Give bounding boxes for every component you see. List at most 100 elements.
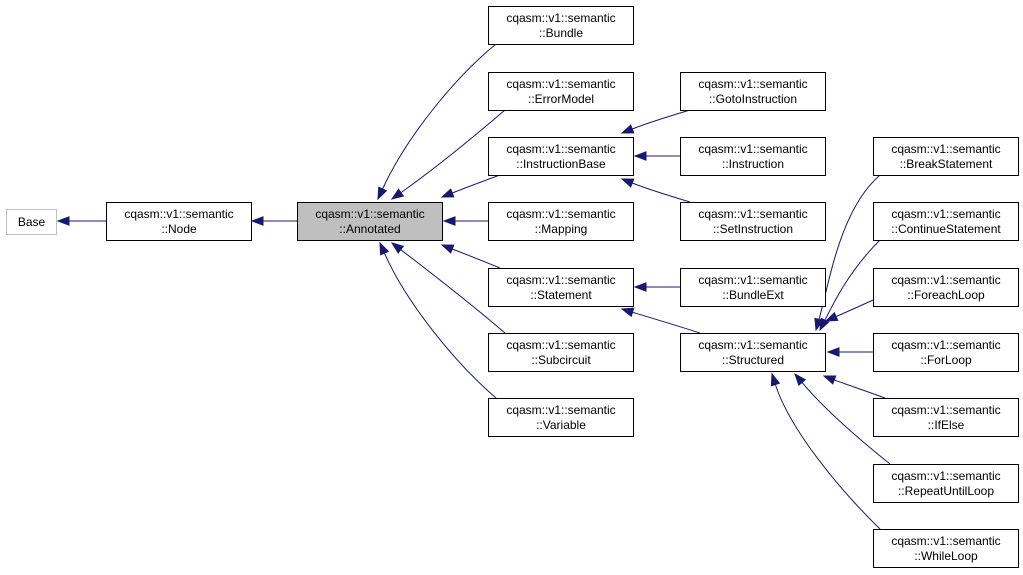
class-node-bundle[interactable]: cqasm::v1::semantic::Bundle — [488, 6, 634, 45]
class-node-gotoinstruction[interactable]: cqasm::v1::semantic::GotoInstruction — [680, 72, 826, 111]
edge-line — [632, 182, 691, 203]
class-box — [680, 268, 826, 307]
class-name-line: cqasm::v1::semantic — [698, 273, 807, 287]
edge-line — [632, 109, 691, 130]
edge-line — [383, 252, 497, 399]
class-box — [873, 529, 1019, 568]
class-node-variable[interactable]: cqasm::v1::semantic::Variable — [488, 398, 634, 437]
edge-forloop-to-structured — [826, 347, 873, 357]
class-name-line: cqasm::v1::semantic — [506, 207, 615, 221]
class-node-ifelse[interactable]: cqasm::v1::semantic::IfElse — [873, 398, 1019, 437]
class-box — [488, 268, 634, 307]
edge-mapping-to-annotated — [442, 216, 488, 226]
class-box — [488, 333, 634, 372]
class-box — [488, 137, 634, 176]
edge-line — [801, 382, 891, 465]
edge-bundleext-to-statement — [633, 282, 680, 292]
class-node-statement[interactable]: cqasm::v1::semantic::Statement — [488, 268, 634, 307]
arrowhead-icon — [770, 372, 781, 387]
class-nodes: Basecqasm::v1::semantic::Nodecqasm::v1::… — [6, 6, 1019, 568]
class-name-line: ::BreakStatement — [900, 157, 993, 171]
class-node-repeatuntilloop[interactable]: cqasm::v1::semantic::RepeatUntilLoop — [873, 464, 1019, 503]
edge-line — [818, 174, 881, 320]
class-node-instruction[interactable]: cqasm::v1::semantic::Instruction — [680, 137, 826, 176]
class-box — [873, 464, 1019, 503]
class-node-whileloop[interactable]: cqasm::v1::semantic::WhileLoop — [873, 529, 1019, 568]
class-node-structured[interactable]: cqasm::v1::semantic::Structured — [680, 333, 826, 372]
class-name-line: cqasm::v1::semantic — [506, 273, 615, 287]
class-name-line: ::ForeachLoop — [907, 288, 985, 302]
class-box — [297, 202, 443, 241]
edge-line — [382, 43, 497, 190]
class-name-line: cqasm::v1::semantic — [506, 338, 615, 352]
class-box — [680, 333, 826, 372]
class-name-line: cqasm::v1::semantic — [698, 338, 807, 352]
class-node-forloop[interactable]: cqasm::v1::semantic::ForLoop — [873, 333, 1019, 372]
edge-ifelse-to-structured — [822, 375, 886, 399]
edge-whileloop-to-structured — [770, 372, 881, 530]
class-name-line: cqasm::v1::semantic — [124, 207, 233, 221]
arrowhead-icon — [377, 186, 388, 201]
class-name-line: Base — [18, 215, 46, 229]
edge-repeatuntilloop-to-structured — [794, 372, 891, 465]
arrowhead-icon — [620, 307, 635, 318]
arrowhead-icon — [250, 216, 264, 226]
arrowhead-icon — [822, 375, 837, 385]
class-name-line: cqasm::v1::semantic — [506, 77, 615, 91]
class-node-instructionbase[interactable]: cqasm::v1::semantic::InstructionBase — [488, 137, 634, 176]
edge-line — [400, 249, 506, 334]
class-name-line: ::ContinueStatement — [891, 222, 1001, 236]
class-box — [680, 202, 826, 241]
edge-annotated-to-node — [250, 216, 297, 226]
class-node-setinstruction[interactable]: cqasm::v1::semantic::SetInstruction — [680, 202, 826, 241]
class-name-line: ::BundleExt — [722, 288, 784, 302]
class-node-subcircuit[interactable]: cqasm::v1::semantic::Subcircuit — [488, 333, 634, 372]
class-name-line: cqasm::v1::semantic — [891, 207, 1000, 221]
arrowhead-icon — [442, 216, 456, 226]
edge-statement-to-annotated — [440, 244, 501, 269]
class-node-node[interactable]: cqasm::v1::semantic::Node — [106, 202, 252, 241]
class-box — [488, 6, 634, 45]
class-node-bundleext[interactable]: cqasm::v1::semantic::BundleExt — [680, 268, 826, 307]
class-node-mapping[interactable]: cqasm::v1::semantic::Mapping — [488, 202, 634, 241]
edge-line — [835, 299, 874, 318]
class-name-line: cqasm::v1::semantic — [698, 207, 807, 221]
class-box — [106, 202, 252, 241]
class-node-base[interactable]: Base — [6, 209, 57, 235]
class-name-line: ::ForLoop — [920, 353, 972, 367]
class-box — [488, 398, 634, 437]
class-name-line: cqasm::v1::semantic — [891, 534, 1000, 548]
arrowhead-icon — [824, 311, 839, 322]
edge-errormodel-to-annotated — [390, 109, 506, 200]
class-node-breakstatement[interactable]: cqasm::v1::semantic::BreakStatement — [873, 137, 1019, 176]
arrowhead-icon — [56, 216, 70, 226]
arrowhead-icon — [440, 244, 455, 254]
class-name-line: ::Bundle — [539, 26, 583, 40]
arrowhead-icon — [826, 347, 840, 357]
class-name-line: ::RepeatUntilLoop — [898, 484, 994, 498]
class-name-line: ::Variable — [536, 418, 586, 432]
class-box — [488, 72, 634, 111]
class-box — [6, 209, 57, 235]
class-name-line: ::ErrorModel — [528, 92, 594, 106]
class-name-line: ::Subcircuit — [531, 353, 591, 367]
class-name-line: ::Instruction — [722, 157, 784, 171]
edge-foreachloop-to-structured — [824, 299, 874, 322]
class-name-line: ::InstructionBase — [516, 157, 606, 171]
class-name-line: ::GotoInstruction — [709, 92, 797, 106]
class-node-continuestatement[interactable]: cqasm::v1::semantic::ContinueStatement — [873, 202, 1019, 241]
class-box — [680, 137, 826, 176]
class-node-errormodel[interactable]: cqasm::v1::semantic::ErrorModel — [488, 72, 634, 111]
class-box — [873, 137, 1019, 176]
edge-instructionbase-to-annotated — [440, 174, 501, 198]
arrowhead-icon — [633, 151, 647, 161]
edge-line — [452, 174, 501, 194]
edge-line — [632, 311, 701, 334]
class-node-annotated[interactable]: cqasm::v1::semantic::Annotated — [297, 202, 443, 241]
class-name-line: cqasm::v1::semantic — [891, 403, 1000, 417]
class-node-foreachloop[interactable]: cqasm::v1::semantic::ForeachLoop — [873, 268, 1019, 307]
class-name-line: cqasm::v1::semantic — [506, 142, 615, 156]
edge-setinstruction-to-instructionbase — [620, 178, 691, 203]
arrowhead-icon — [794, 372, 807, 386]
